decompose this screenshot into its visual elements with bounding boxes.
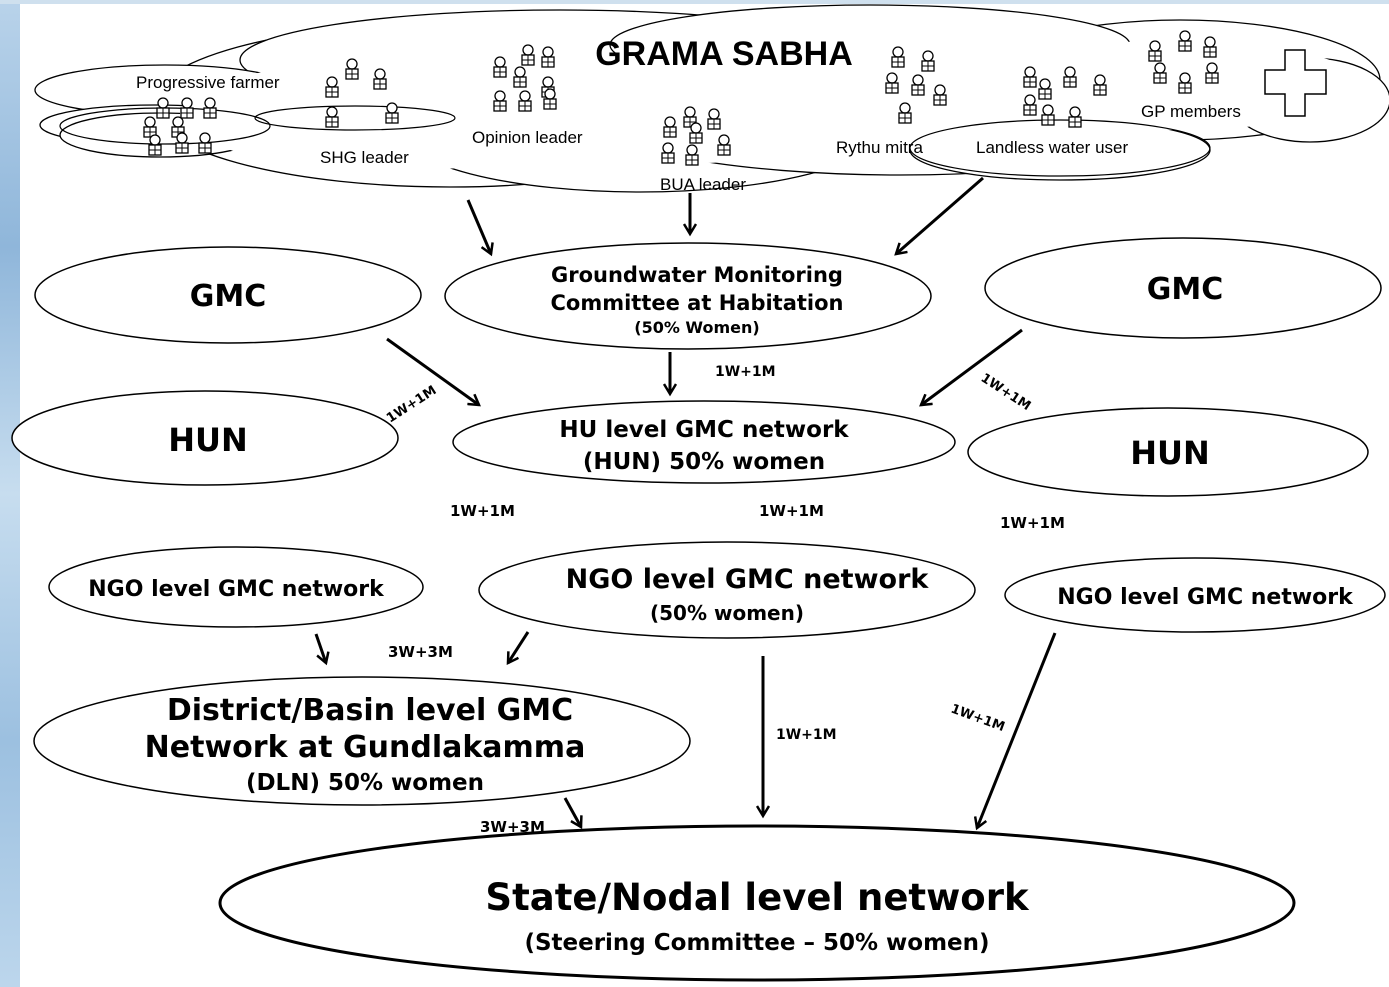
hun-center-label-line1: HU level GMC network — [559, 417, 849, 443]
label-ngo-to-district: 3W+3M — [388, 643, 453, 661]
district-label-line3: (DLN) 50% women — [246, 770, 484, 796]
ngo-left-label: NGO level GMC network — [88, 577, 385, 602]
district-label-line1: District/Basin level GMC — [167, 693, 573, 728]
member-label-shg-leader: SHG leader — [320, 148, 409, 167]
district-label-line2: Network at Gundlakamma — [145, 730, 586, 765]
habitation-label-line1: Groundwater Monitoring — [551, 263, 843, 287]
label-habitation-to-hun: 1W+1M — [715, 364, 776, 380]
ngo-center-node: NGO level GMC network (50% women) — [478, 541, 976, 639]
state-label-line2: (Steering Committee – 50% women) — [524, 930, 989, 956]
arrows-grama-sabha-to-habitation — [466, 176, 984, 254]
habitation-label-line3: (50% Women) — [634, 318, 759, 337]
habitation-label-line2: Committee at Habitation — [551, 291, 844, 315]
label-ngo-right-to-state: 1W+1M — [949, 702, 1007, 735]
label-district-to-state: 3W+3M — [480, 818, 545, 836]
hun-left-node: HUN — [11, 390, 399, 486]
arrow-gmc-left-to-hun — [386, 337, 479, 405]
label-gmc-left-to-hun: 1W+1M — [384, 383, 439, 426]
member-label-progressive-farmer: Progressive farmer — [136, 73, 280, 92]
gmc-left-label: GMC — [190, 279, 267, 314]
ngo-left-node: NGO level GMC network — [48, 546, 424, 628]
ngo-center-label-line1: NGO level GMC network — [566, 564, 930, 595]
gmc-right-label: GMC — [1147, 272, 1224, 307]
arrow-gs-right — [896, 176, 984, 254]
plus-cross-icon — [1264, 49, 1327, 117]
arrows-to-hun — [386, 328, 1023, 405]
hun-left-label: HUN — [168, 421, 248, 459]
ngo-right-node: NGO level GMC network — [1004, 557, 1386, 633]
hun-right-node: HUN — [967, 407, 1369, 497]
arrow-gmc-right-to-hun — [921, 328, 1023, 405]
district-node: District/Basin level GMC Network at Gund… — [33, 676, 691, 806]
arrow-ngo-left-to-district — [314, 633, 326, 663]
arrows-ngo-level — [314, 631, 1057, 828]
label-hun-center-to-ngo: 1W+1M — [759, 502, 824, 520]
arrow-gs-left — [466, 199, 491, 254]
left-decorative-stripe — [0, 0, 20, 987]
member-label-landless-water-user: Landless water user — [976, 138, 1128, 157]
member-label-rythu-mitra: Rythu mitra — [836, 138, 923, 157]
arrow-ngo-right-to-state — [977, 632, 1057, 828]
top-decorative-line — [0, 0, 1389, 4]
hun-center-node: HU level GMC network (HUN) 50% women — [452, 400, 956, 484]
state-node: State/Nodal level network (Steering Comm… — [218, 824, 1296, 982]
ngo-center-label-line2: (50% women) — [650, 601, 804, 625]
arrow-district-to-state — [563, 797, 581, 827]
label-hun-right-to-ngo: 1W+1M — [1000, 514, 1065, 532]
hun-right-label: HUN — [1130, 434, 1210, 472]
label-gmc-right-to-hun: 1W+1M — [978, 371, 1033, 414]
label-ngo-center-to-state: 1W+1M — [776, 727, 837, 743]
gmc-left-node: GMC — [34, 246, 422, 344]
ngo-right-label: NGO level GMC network — [1057, 585, 1354, 610]
member-label-bua-leader: BUA leader — [660, 175, 746, 194]
label-hun-left-to-ngo: 1W+1M — [450, 502, 515, 520]
gmc-right-node: GMC — [984, 237, 1382, 339]
state-label-line1: State/Nodal level network — [485, 876, 1030, 919]
member-label-opinion-leader: Opinion leader — [472, 128, 583, 147]
habitation-committee-node: Groundwater Monitoring Committee at Habi… — [444, 242, 932, 350]
hun-center-label-line2: (HUN) 50% women — [583, 449, 825, 475]
member-label-gp-members: GP members — [1141, 102, 1241, 121]
grama-sabha-title: GRAMA SABHA — [595, 35, 853, 73]
arrow-ngo-center-to-district — [508, 631, 530, 663]
